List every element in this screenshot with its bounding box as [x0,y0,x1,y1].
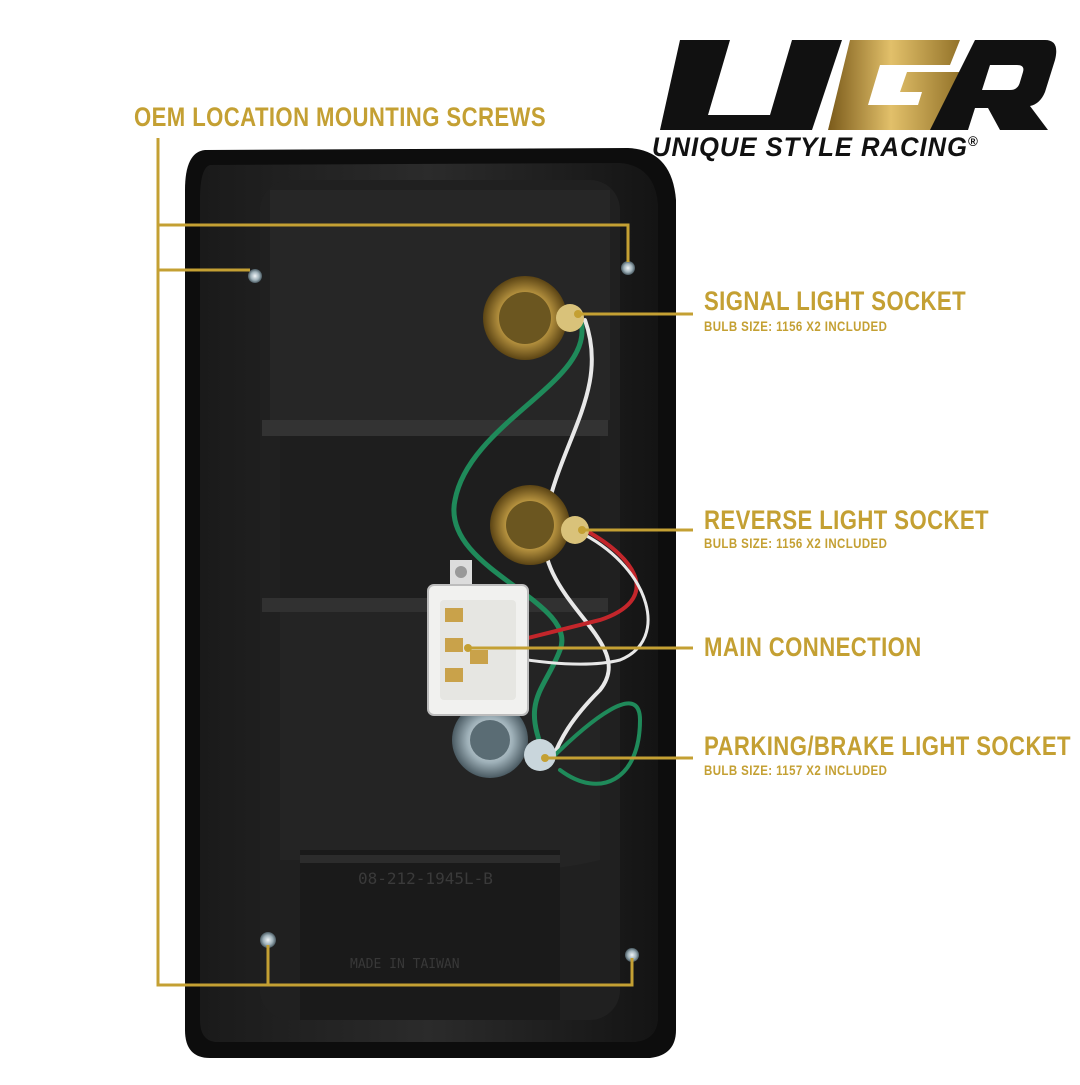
main-connection-label: MAIN CONNECTION [704,632,922,662]
mounting-screws-label: OEM LOCATION MOUNTING SCREWS [134,102,547,132]
parking-brake-socket-bulb-size: BULB SIZE: 1157 x2 INCLUDED [704,762,888,778]
signal-socket-bulb-size: BULB SIZE: 1156 x2 INCLUDED [704,318,888,334]
mounting-screw-top-right [621,261,635,275]
mounting-screw-bottom-right [625,948,639,962]
mounting-screws [248,261,639,962]
reverse-socket-bulb-size: BULB SIZE: 1156 x2 INCLUDED [704,535,888,551]
brand-tagline-text: UNIQUE STYLE RACING [652,132,968,162]
signal-socket-label: SIGNAL LIGHT SOCKET [704,286,967,316]
signal-light-socket [483,276,584,360]
callout-lines [156,138,693,987]
mounting-screw-bottom-left [260,932,276,948]
registered-mark: ® [967,133,979,149]
reverse-socket-label: REVERSE LIGHT SOCKET [704,505,989,535]
parking-brake-light-socket [452,702,556,778]
main-connector [427,560,529,716]
origin-marking: MADE IN TAIWAN [350,957,460,972]
usr-logo [660,40,1057,130]
parking-brake-socket-label: PARKING/BRAKE LIGHT SOCKET [704,731,1071,761]
brand-tagline: UNIQUE STYLE RACING® [652,132,979,163]
reverse-light-socket [490,485,589,565]
part-number-marking: 08-212-1945L-B [358,869,493,888]
tail-light-housing [185,148,676,1058]
mounting-screw-top-left [248,269,262,283]
